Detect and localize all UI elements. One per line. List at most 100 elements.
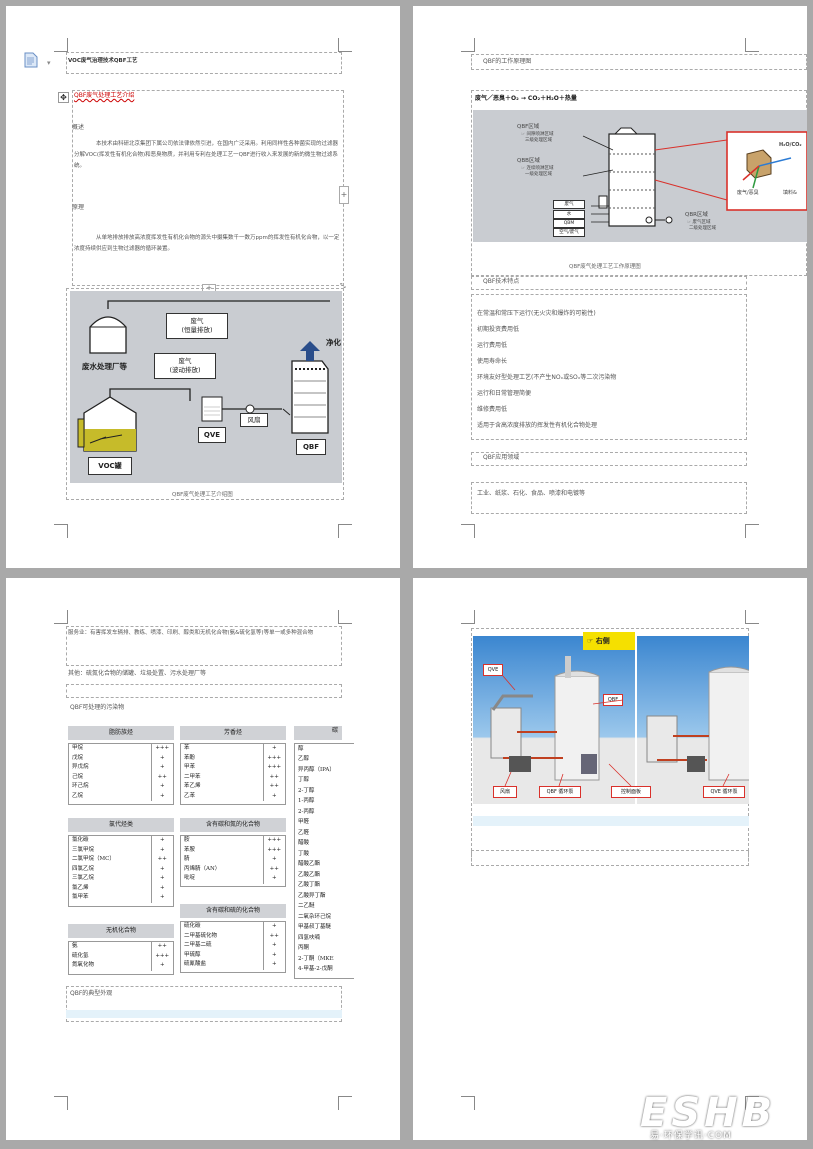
- table-row: 2-丙醇: [295, 807, 338, 818]
- crop-mark: [461, 610, 475, 624]
- compound-name: 氮氧化物: [72, 962, 95, 968]
- table-row: 苯胺+++: [181, 845, 285, 855]
- figure-frame: [66, 288, 344, 500]
- table-row: 异戊烷+: [69, 763, 173, 773]
- table-row: 乙酸乙酯: [295, 870, 338, 881]
- zone-qbb-item: 一级处理区域: [525, 172, 552, 177]
- compound-name: 氯甲苯: [72, 894, 89, 900]
- compound-name: 二甲基二硫: [184, 942, 212, 948]
- compound-name: 氯化碳: [72, 837, 89, 843]
- fan-label: 风扇: [240, 413, 268, 427]
- table-title: 芳香烃: [180, 726, 286, 740]
- treatability-rating: +: [150, 836, 173, 846]
- callout-qve: QVE: [483, 664, 503, 676]
- other-line: 其他：硫氮化合物的储罐、垃圾处置、污水处理厂等: [68, 670, 207, 677]
- treatability-rating: ++: [262, 772, 285, 782]
- table-row: 二氧杂环己烷: [295, 912, 338, 923]
- zone-qbr-item: 二级处理区域: [689, 226, 716, 231]
- watermark-subtext: 易·环保学讯·COM: [650, 1131, 732, 1141]
- table-row: 甲醛: [295, 818, 338, 829]
- table-row: 硫氰酸盐+: [181, 960, 285, 970]
- treatability-rating: +++: [262, 753, 285, 763]
- purify-label: 净化: [326, 338, 341, 347]
- treatability-rating: +: [150, 753, 173, 763]
- fill-label: 填料&: [783, 190, 797, 196]
- compound-name: 2-丁酮（MKE: [298, 955, 334, 962]
- features-frame: [471, 294, 747, 440]
- crop-mark: [338, 610, 352, 624]
- crop-mark: [54, 524, 68, 538]
- compound-name: 乙醇: [298, 756, 310, 762]
- page-2: QBF的工作原理图 废气／恶臭＋O₂ → CO₂＋H₂O＋热量 QBF区域 ☞ …: [413, 6, 807, 568]
- air-label: 空气/废气: [553, 228, 585, 237]
- table-row: 戊烷+: [69, 753, 173, 763]
- table-row: 腈+: [181, 855, 285, 865]
- treatability-rating: +: [262, 960, 285, 970]
- crop-mark: [745, 1096, 759, 1110]
- heading-frame: [471, 276, 747, 290]
- add-column-button[interactable]: +: [339, 186, 349, 204]
- feature-item: 环境友好型处理工艺(不产生NOₓ或SOₓ等二次污染物: [477, 374, 617, 381]
- table-row: 氯化碳 +: [69, 836, 173, 846]
- reaction-formula: 废气／恶臭＋O₂ → CO₂＋H₂O＋热量: [475, 95, 577, 102]
- move-handle-icon[interactable]: ✥: [58, 92, 69, 103]
- table-row: 二氯甲烷（MC）++: [69, 855, 173, 865]
- compound-name: 异丙醇（IPA）: [298, 766, 335, 773]
- treatability-rating: +: [262, 922, 285, 932]
- compound-name: 胺: [184, 837, 190, 843]
- table-row: 苯酚 +++: [181, 753, 285, 763]
- feature-item: 在常温和常压下运行(无火灾和爆炸的可能性): [477, 310, 596, 317]
- page-4: ☞ 右侧 QVE QBF 风扇 QBF 循环泵 控制面板 QVE 循环泵: [413, 578, 807, 1140]
- col3-title: 碳: [294, 726, 342, 740]
- treatability-rating: +: [150, 845, 173, 855]
- pollutant-table: 胺+++苯胺+++腈+丙烯腈（AN）++吡啶+: [180, 835, 286, 887]
- treatability-rating: +: [150, 961, 173, 971]
- gas-fluctuating-label: 废气 (波动排放): [154, 353, 216, 379]
- treatability-rating: +: [262, 874, 285, 884]
- resize-handle-icon[interactable]: ⤡: [340, 282, 346, 290]
- qve-label: QVE: [198, 427, 226, 443]
- table-row: 二甲基硫化物++: [181, 931, 285, 941]
- table-row: 2-丁酮（MKE: [295, 954, 338, 965]
- page-3: 服务业：有害挥发车辆排、教练、喷漆、印刷、醇类和无机化合物(氨&硫化氢等)等单一…: [6, 578, 400, 1140]
- features-heading: QBF技术特点: [483, 278, 520, 285]
- treatability-rating: +: [150, 874, 173, 884]
- compound-name: 2-丁醇: [298, 787, 315, 794]
- table-row: 醇: [295, 744, 338, 755]
- table-row: 二乙醚: [295, 902, 338, 913]
- compound-name: 己烷: [72, 773, 84, 780]
- side-tag: ☞ 右侧: [583, 632, 635, 650]
- table-row: 乙酸丁酯: [295, 881, 338, 892]
- compound-name: 苯酚: [184, 754, 196, 761]
- table-title: 脂肪族烃: [68, 726, 174, 740]
- treatability-rating: +: [262, 950, 285, 960]
- table-row: 甲硫醇+: [181, 950, 285, 960]
- chevron-down-icon[interactable]: ▾: [47, 59, 51, 67]
- exhaust-label: 废气/恶臭: [737, 190, 759, 196]
- table-row: 胺 +++: [181, 836, 285, 846]
- zone-qbr-item: ☞ 废气区域: [687, 220, 711, 225]
- zone-qbb-title: QBB区域: [517, 158, 540, 164]
- title-frame: [66, 52, 342, 74]
- table-row: 醋酸乙酯: [295, 860, 338, 871]
- working-principle-diagram: QBF区域 ☞ 间隙喷淋区域 三级处理区域 QBB区域 ☞ 连续喷淋区域 一级处…: [473, 110, 807, 242]
- compound-name: 醇: [298, 745, 304, 752]
- appearance-heading: QBF的典型外观: [70, 990, 113, 997]
- header-frame: [471, 54, 807, 70]
- table-row: 2-丁醇: [295, 786, 338, 797]
- treatability-rating: +++: [262, 836, 285, 846]
- compound-name: 三氯乙烷: [72, 875, 95, 881]
- zone-qbf-item: 三级处理区域: [525, 138, 552, 143]
- table-row: 乙烷+: [69, 791, 173, 801]
- table-row: 三氯甲烷+: [69, 845, 173, 855]
- document-icon[interactable]: [24, 52, 38, 68]
- zone-qbf-item: ☞ 间隙喷淋区域: [521, 132, 554, 137]
- compound-name: 苯: [184, 745, 190, 751]
- text-frame: [66, 626, 342, 666]
- process-diagram: 废气 (恒量排放) 废气 (波动排放) 废水处理厂等 净化 QVE 风扇 QBF…: [70, 291, 342, 483]
- compound-name: 四氢呋喃: [298, 934, 321, 941]
- table-row: 甲烷+++: [69, 744, 173, 754]
- crop-mark: [745, 610, 759, 624]
- compound-name: 二乙醚: [298, 903, 315, 909]
